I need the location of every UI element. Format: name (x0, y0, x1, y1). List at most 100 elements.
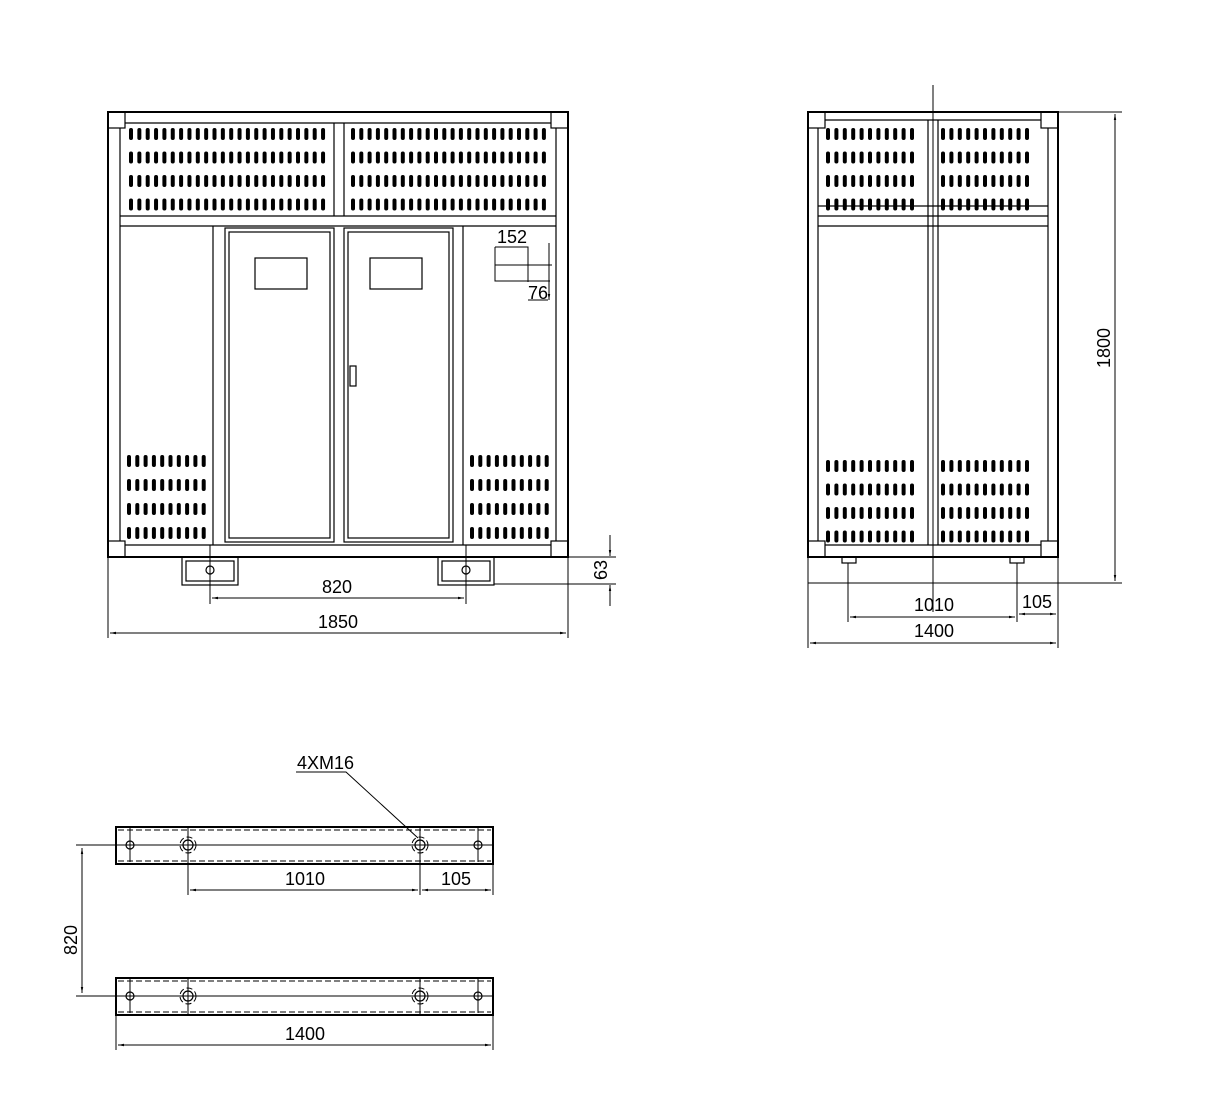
vent-slot (483, 151, 488, 164)
vent-slot (834, 128, 839, 140)
vent-slot (176, 479, 181, 491)
vent-slot (876, 175, 881, 187)
vent-slot (999, 507, 1004, 519)
vent-slot (170, 175, 175, 187)
vent-slot (193, 503, 198, 515)
vent-slot (229, 198, 234, 211)
vent-slot (170, 198, 175, 211)
vent-slot (450, 198, 455, 211)
vent-slot (442, 198, 447, 211)
vent-slot (392, 175, 397, 187)
vent-slot (135, 455, 140, 467)
vent-slot (511, 527, 516, 539)
vent-slot (910, 460, 914, 472)
vent-slot (304, 175, 309, 187)
vent-slot (500, 151, 505, 164)
vent-slot (901, 460, 906, 472)
vent-slot (983, 530, 987, 543)
vent-slot (270, 198, 275, 211)
hole-spacing-dim: 1010 (285, 869, 325, 889)
vent-slot (483, 175, 488, 187)
vent-slot (229, 128, 234, 140)
vent-slot (544, 455, 549, 467)
vent-slot (304, 128, 309, 140)
vent-slot (1016, 151, 1021, 164)
vent-slot (941, 483, 945, 496)
vent-slot (941, 151, 945, 164)
vent-slot (519, 455, 524, 467)
vent-slot (176, 503, 181, 515)
vent-slot (868, 507, 872, 519)
vent-slot (270, 128, 275, 140)
vent-slot (1025, 530, 1029, 543)
vent-slot (384, 198, 389, 211)
vent-slot (417, 175, 422, 187)
vent-slot (176, 527, 181, 539)
vent-slot (434, 175, 438, 187)
vent-slot (287, 175, 292, 187)
vent-slot (999, 198, 1004, 211)
vent-slot (470, 503, 474, 515)
length-dim: 1400 (285, 1024, 325, 1044)
vent-slot (974, 483, 979, 496)
vent-slot (511, 503, 516, 515)
vent-slot (1008, 507, 1013, 519)
vent-slot (400, 175, 405, 187)
vent-slot (826, 175, 830, 187)
depth-dim: 1400 (914, 621, 954, 641)
vent-slot (478, 479, 483, 491)
vent-slot (486, 527, 491, 539)
vent-slot (442, 175, 447, 187)
vent-slot (367, 198, 372, 211)
vent-slot (991, 198, 996, 211)
vent-slot (384, 128, 389, 140)
vent-slot (859, 507, 864, 519)
vent-slot (195, 198, 200, 211)
vent-slot (137, 198, 142, 211)
vent-slot (154, 151, 159, 164)
vent-slot (859, 128, 864, 140)
vent-slot (525, 198, 530, 211)
vent-slot (1016, 128, 1021, 140)
front-frame (107, 111, 569, 558)
vent-slot (312, 128, 317, 140)
vent-slot (212, 151, 217, 164)
vent-slot (458, 151, 463, 164)
vent-slot (503, 527, 508, 539)
vent-slot (893, 151, 898, 164)
vent-slot (204, 198, 209, 211)
vent-slot (983, 151, 987, 164)
vent-slot (279, 151, 284, 164)
vent-slot (135, 479, 140, 491)
vent-slot (254, 128, 259, 140)
vent-slot (910, 530, 914, 543)
vent-slot (893, 128, 898, 140)
vent-slot (1016, 175, 1021, 187)
vent-slot (991, 460, 996, 472)
vent-slot (991, 507, 996, 519)
vent-slot (1025, 483, 1029, 496)
vent-slot (517, 198, 521, 211)
vent-slot (834, 507, 839, 519)
width-dim: 1850 (318, 612, 358, 632)
vent-slot (475, 151, 480, 164)
vent-slot (160, 455, 165, 467)
side-foot-spacing-dim: 1010 (914, 595, 954, 615)
vent-slot (442, 151, 447, 164)
vent-slot (492, 128, 497, 140)
vent-slot (544, 503, 549, 515)
vent-slot (160, 527, 165, 539)
vent-slot (262, 198, 267, 211)
vent-slot (941, 530, 945, 543)
vent-slot (541, 198, 546, 211)
vent-slot (425, 175, 430, 187)
vent-slot (195, 128, 200, 140)
vent-slot (304, 151, 309, 164)
vent-slot (392, 151, 397, 164)
vent-slot (949, 175, 954, 187)
vent-slot (1008, 530, 1013, 543)
vent-slot (868, 128, 872, 140)
vent-slot (279, 128, 284, 140)
vent-slot (983, 483, 987, 496)
vent-slot (503, 455, 508, 467)
